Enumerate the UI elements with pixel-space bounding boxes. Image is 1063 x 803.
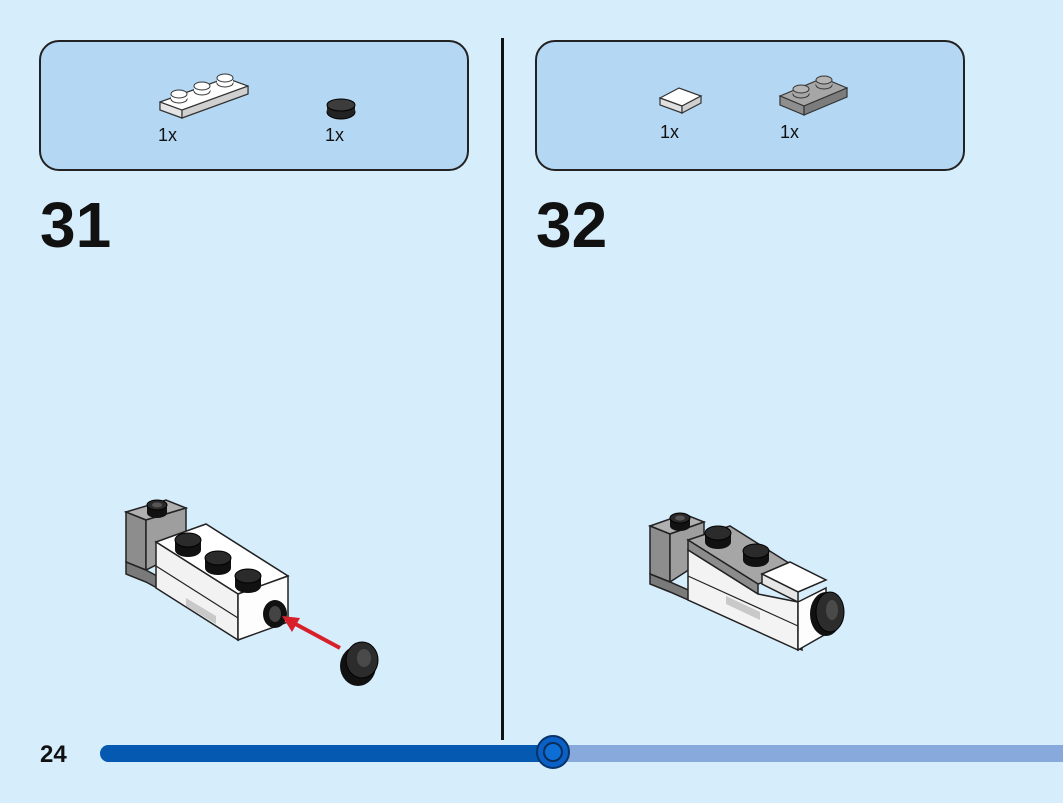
step-number: 32	[536, 189, 608, 261]
black-round-tile-icon	[326, 98, 356, 120]
part-quantity: 1x	[660, 122, 680, 142]
gray-1x2-plate-icon	[778, 75, 849, 116]
white-1x3-plate-icon	[159, 73, 249, 119]
progress-fill	[100, 745, 553, 762]
step-31-parts-box: 1x 1x	[39, 40, 469, 171]
step-32-build-icon	[647, 512, 845, 652]
part-quantity: 1x	[780, 122, 800, 142]
part-quantity: 1x	[158, 125, 178, 145]
step-31-build-icon	[123, 499, 379, 686]
white-1x1-tile-icon	[658, 87, 703, 114]
progress-bar	[100, 745, 1063, 762]
progress-marker-icon	[536, 735, 570, 769]
step-32-parts-box: 1x 1x	[535, 40, 965, 171]
step-divider	[501, 38, 504, 740]
page-number: 24	[40, 741, 67, 768]
part-quantity: 1x	[325, 125, 345, 145]
step-number: 31	[40, 189, 112, 261]
